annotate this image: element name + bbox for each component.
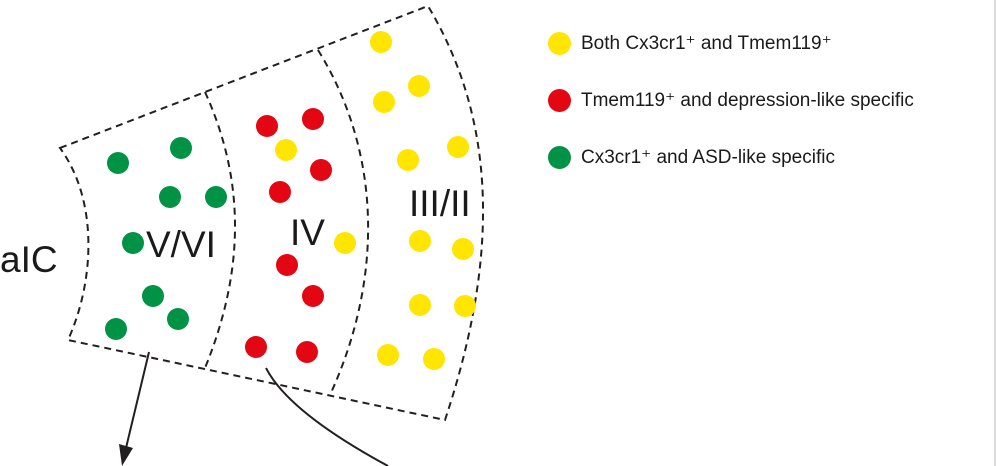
green-cells bbox=[105, 137, 227, 340]
legend-item-depression: Tmem119⁺ and depression-like specific bbox=[548, 87, 914, 113]
connector-curve bbox=[265, 367, 389, 466]
layer-boundary-iv-iiiii bbox=[317, 49, 370, 396]
cell-dot bbox=[245, 336, 267, 358]
cell-dot bbox=[107, 152, 129, 174]
red-dot-icon bbox=[548, 88, 571, 112]
legend-item-both: Both Cx3cr1⁺ and Tmem119⁺ bbox=[548, 30, 832, 56]
cell-dot bbox=[310, 159, 332, 181]
layer-boundary-vvi-iv bbox=[204, 91, 236, 369]
cell-dot bbox=[409, 294, 431, 316]
legend-item-label: Cx3cr1⁺ and ASD-like specific bbox=[581, 146, 835, 168]
cell-dot bbox=[122, 232, 144, 254]
cell-dot bbox=[452, 238, 474, 260]
cell-dot bbox=[377, 344, 399, 366]
layer-label-iiiii: III/II bbox=[409, 183, 471, 224]
cell-dot bbox=[409, 230, 431, 252]
cell-dot bbox=[334, 232, 356, 254]
cell-dot bbox=[205, 186, 227, 208]
cell-dot bbox=[275, 139, 297, 161]
cell-dot bbox=[276, 254, 298, 276]
down-arrow-icon bbox=[119, 351, 150, 466]
cell-dot bbox=[296, 341, 318, 363]
legend-item-asd: Cx3cr1⁺ and ASD-like specific bbox=[548, 144, 835, 170]
red-cells bbox=[245, 108, 332, 363]
yellow-cells bbox=[275, 31, 476, 370]
cell-dot bbox=[302, 108, 324, 130]
cell-dot bbox=[373, 91, 395, 113]
cell-dot bbox=[170, 137, 192, 159]
cell-dot bbox=[454, 295, 476, 317]
cell-dot bbox=[167, 308, 189, 330]
cortex-outline bbox=[58, 4, 484, 422]
legend-item-label: Tmem119⁺ and depression-like specific bbox=[581, 89, 914, 111]
cell-dot bbox=[423, 348, 445, 370]
cell-dot bbox=[408, 75, 430, 97]
cell-dot bbox=[159, 186, 181, 208]
layer-label-iv: IV bbox=[290, 212, 325, 253]
cell-dot bbox=[370, 31, 392, 53]
cell-dot bbox=[256, 115, 278, 137]
cell-dot bbox=[105, 318, 127, 340]
layer-label-vvi: V/VI bbox=[146, 224, 216, 265]
green-dot-icon bbox=[548, 145, 571, 169]
cell-dot bbox=[302, 285, 324, 307]
legend-item-label: Both Cx3cr1⁺ and Tmem119⁺ bbox=[581, 32, 832, 54]
cell-dot bbox=[269, 181, 291, 203]
cell-dot bbox=[447, 136, 469, 158]
region-label: aIC bbox=[0, 239, 58, 280]
cell-dot bbox=[397, 149, 419, 171]
cell-dot bbox=[142, 285, 164, 307]
yellow-dot-icon bbox=[548, 31, 571, 55]
